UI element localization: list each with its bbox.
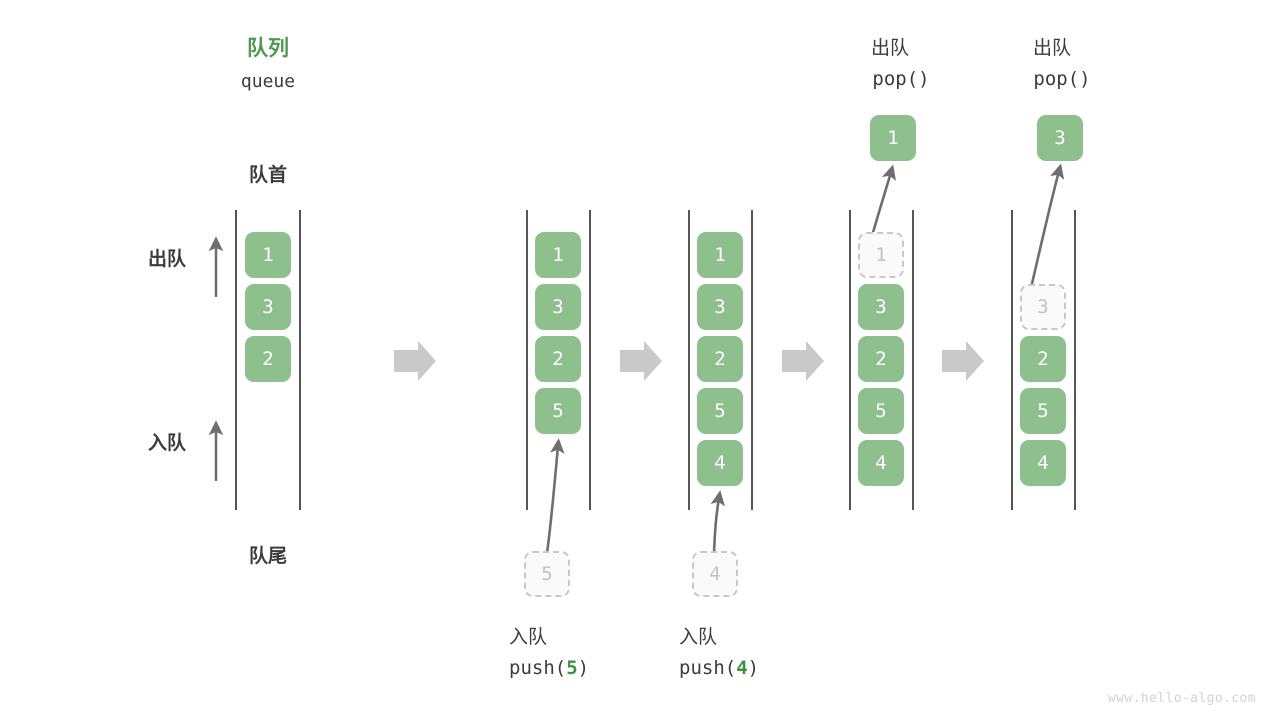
queue-cell: 1 bbox=[245, 232, 291, 278]
queue-cell: 5 bbox=[858, 388, 904, 434]
push-5-caption-code: push(5) bbox=[509, 657, 589, 679]
push-4-caption-code: push(4) bbox=[679, 657, 759, 679]
push-4-paren: ) bbox=[747, 657, 760, 679]
pop-1-arrow bbox=[870, 164, 896, 237]
queue-cell-new: 4 bbox=[697, 440, 743, 486]
queue-cell: 2 bbox=[535, 336, 581, 382]
enqueue-label: 入队 bbox=[148, 432, 187, 454]
queue-cell: 1 bbox=[697, 232, 743, 278]
page-title: 队列 bbox=[247, 36, 289, 60]
flow-arrow-2 bbox=[620, 341, 662, 381]
queue-cell: 4 bbox=[858, 440, 904, 486]
pop-3-arrow bbox=[1029, 163, 1065, 289]
queue-cell: 3 bbox=[245, 284, 291, 330]
push-4-fn: push( bbox=[679, 657, 737, 679]
queue-cell: 1 bbox=[535, 232, 581, 278]
push-4-arg: 4 bbox=[736, 657, 748, 679]
queue-cell: 3 bbox=[697, 284, 743, 330]
popped-cell: 1 bbox=[870, 115, 916, 161]
watermark: www.hello-algo.com bbox=[1107, 691, 1256, 706]
popped-cell: 3 bbox=[1037, 115, 1083, 161]
flow-arrow-1 bbox=[394, 341, 436, 381]
page-subtitle: queue bbox=[240, 71, 296, 92]
queue-cell: 4 bbox=[1020, 440, 1066, 486]
pop-1-header-cn: 出队 bbox=[870, 37, 910, 59]
queue-cell: 2 bbox=[697, 336, 743, 382]
push-5-caption-cn: 入队 bbox=[509, 626, 548, 648]
queue-rails bbox=[235, 210, 1076, 510]
flow-arrow-4 bbox=[942, 341, 984, 381]
queue-cell-removed: 3 bbox=[1020, 284, 1066, 330]
pop-3-header-cn: 出队 bbox=[1032, 37, 1072, 59]
push-5-arg: 5 bbox=[566, 657, 578, 679]
head-label: 队首 bbox=[248, 164, 288, 186]
pending-push-cell: 4 bbox=[692, 551, 738, 597]
pop-3-header-code: pop() bbox=[1033, 68, 1091, 90]
queue-cell: 3 bbox=[535, 284, 581, 330]
flow-arrow-3 bbox=[782, 341, 824, 381]
queue-cell: 3 bbox=[858, 284, 904, 330]
tail-label: 队尾 bbox=[248, 545, 288, 567]
pop-1-header-code: pop() bbox=[872, 68, 930, 90]
push-5-fn: push( bbox=[509, 657, 567, 679]
queue-cell-new: 5 bbox=[535, 388, 581, 434]
queue-cell: 2 bbox=[858, 336, 904, 382]
queue-cell: 2 bbox=[1020, 336, 1066, 382]
queue-cell-removed: 1 bbox=[858, 232, 904, 278]
push-5-paren: ) bbox=[577, 657, 590, 679]
queue-cell: 2 bbox=[245, 336, 291, 382]
pending-push-cell: 5 bbox=[524, 551, 570, 597]
queue-cell: 5 bbox=[1020, 388, 1066, 434]
queue-cell: 5 bbox=[697, 388, 743, 434]
push-4-caption-cn: 入队 bbox=[679, 626, 718, 648]
dequeue-label: 出队 bbox=[148, 248, 187, 270]
push-5-arrow bbox=[545, 438, 565, 554]
push-4-arrow bbox=[710, 490, 725, 554]
